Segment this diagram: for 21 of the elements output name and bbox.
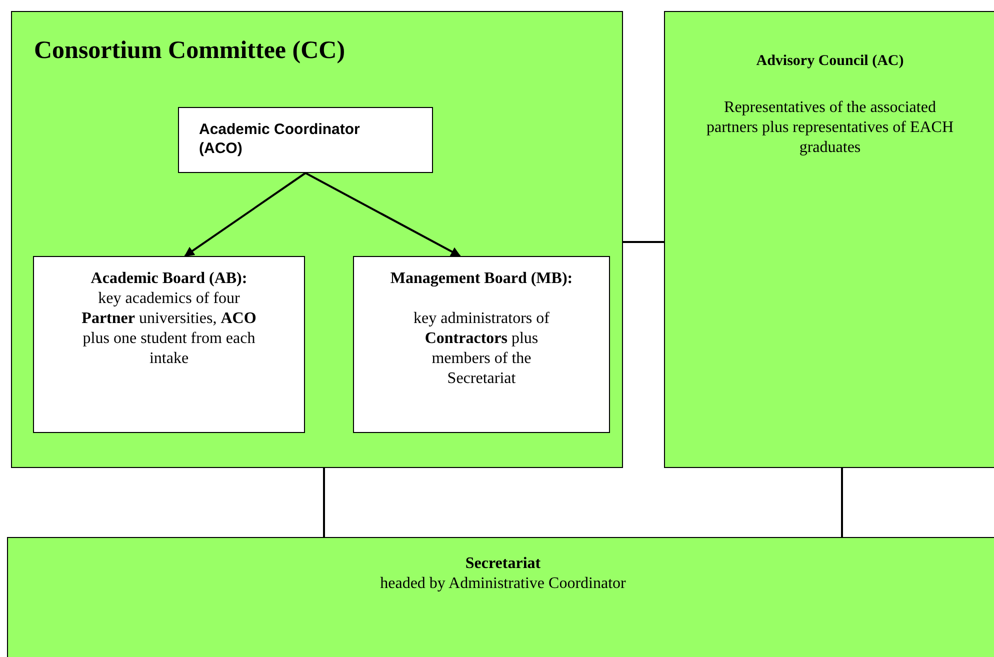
box-title: Consortium Committee (CC) xyxy=(34,36,346,66)
box-title: Management Board (MB): xyxy=(389,269,574,289)
board-box xyxy=(33,256,305,433)
board-box xyxy=(353,256,610,433)
arrow xyxy=(305,172,461,257)
box-title: Advisory Council (AC) xyxy=(755,52,905,71)
box-description: key administrators of Contractors plus members of the Secretariat xyxy=(412,309,550,389)
arrow xyxy=(184,172,306,257)
box-title: Academic Coordinator (ACO) xyxy=(199,120,361,158)
committee-box xyxy=(11,11,623,468)
secretariat-box xyxy=(7,537,994,657)
box-title: Academic Board (AB): xyxy=(90,269,248,289)
box-description: headed by Administrative Coordinator xyxy=(379,574,627,594)
box-title: Secretariat xyxy=(464,554,542,574)
coordinator-box xyxy=(178,107,433,173)
connector-line xyxy=(841,468,843,537)
box-description: key academics of four Partner universities, ACO plus one student from each intake xyxy=(80,289,258,369)
council-box xyxy=(664,11,994,468)
connector-line xyxy=(623,241,664,243)
box-description: Representatives of the associated partners plus representatives of EACH graduates xyxy=(705,98,955,158)
connector-line xyxy=(323,468,325,537)
